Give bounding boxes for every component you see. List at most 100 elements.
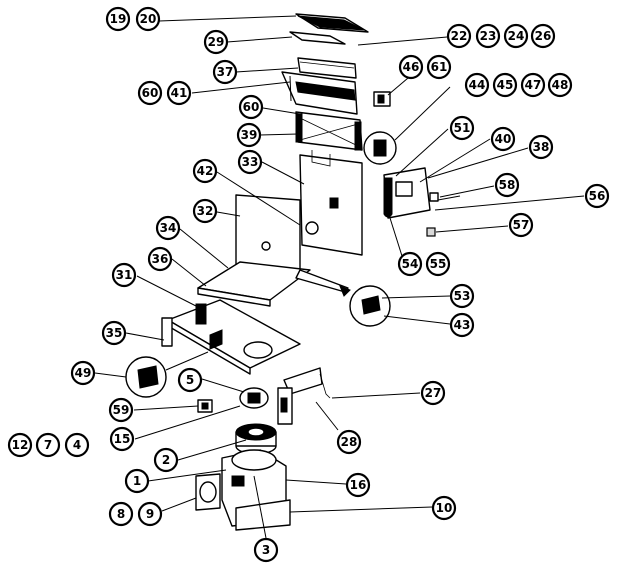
part-gasket — [289, 31, 346, 45]
svg-text:5: 5 — [186, 373, 194, 387]
callout-36: 36 — [147, 246, 173, 272]
svg-text:61: 61 — [431, 60, 448, 74]
svg-text:59: 59 — [113, 403, 130, 417]
svg-text:38: 38 — [533, 140, 550, 154]
callout-40: 40 — [490, 126, 516, 152]
callout-7: 7 — [35, 432, 61, 458]
callout-28: 28 — [336, 429, 362, 455]
callout-51: 51 — [449, 115, 475, 141]
callout-1: 1 — [124, 468, 150, 494]
callout-48: 48 — [547, 72, 573, 98]
svg-text:3: 3 — [262, 543, 270, 557]
svg-text:60: 60 — [142, 86, 159, 100]
svg-text:34: 34 — [160, 221, 177, 235]
callout-57: 57 — [508, 212, 534, 238]
part-upper-duct-shadow — [295, 81, 356, 101]
svg-text:54: 54 — [402, 257, 419, 271]
svg-text:15: 15 — [114, 432, 131, 446]
svg-text:41: 41 — [171, 86, 188, 100]
part-top-strip-edge — [297, 15, 365, 31]
svg-text:23: 23 — [480, 29, 497, 43]
callout-59: 59 — [108, 397, 134, 423]
callout-19: 19 — [105, 6, 131, 32]
callout-41: 41 — [166, 80, 192, 106]
svg-text:4: 4 — [73, 438, 81, 452]
part-base-plate — [235, 499, 291, 531]
svg-text:28: 28 — [341, 435, 358, 449]
callout-39: 39 — [236, 122, 262, 148]
svg-text:1: 1 — [133, 474, 141, 488]
callout-37: 37 — [212, 59, 238, 85]
callout-35: 35 — [101, 320, 127, 346]
svg-text:29: 29 — [208, 35, 225, 49]
callout-12: 12 — [7, 432, 33, 458]
svg-text:39: 39 — [241, 128, 258, 142]
callout-32: 32 — [192, 198, 218, 224]
callout-8: 8 — [108, 501, 134, 527]
svg-text:32: 32 — [197, 204, 214, 218]
callout-54: 54 — [397, 251, 423, 277]
svg-text:8: 8 — [117, 507, 125, 521]
callout-31: 31 — [111, 262, 137, 288]
callout-58: 58 — [494, 172, 520, 198]
svg-text:58: 58 — [499, 178, 516, 192]
callouts: 19 20 22 23 24 26 29 37 46 61 60 41 44 4… — [7, 6, 610, 563]
callout-60-lower: 60 — [238, 94, 264, 120]
svg-text:43: 43 — [454, 318, 471, 332]
leader-lines — [94, 15, 585, 539]
svg-text:10: 10 — [436, 501, 453, 515]
svg-text:44: 44 — [469, 78, 486, 92]
callout-33: 33 — [237, 149, 263, 175]
svg-text:22: 22 — [451, 29, 468, 43]
callout-56: 56 — [584, 183, 610, 209]
svg-text:7: 7 — [44, 438, 52, 452]
svg-text:16: 16 — [350, 478, 367, 492]
callout-5: 5 — [177, 367, 203, 393]
callout-2: 2 — [153, 447, 179, 473]
callout-55: 55 — [425, 251, 451, 277]
svg-text:47: 47 — [525, 78, 542, 92]
svg-text:45: 45 — [497, 78, 514, 92]
callout-44: 44 — [464, 72, 490, 98]
svg-text:31: 31 — [116, 268, 133, 282]
svg-text:60: 60 — [243, 100, 260, 114]
callout-29: 29 — [203, 29, 229, 55]
callout-53: 53 — [449, 283, 475, 309]
parts-artwork — [125, 13, 461, 531]
svg-text:9: 9 — [146, 507, 154, 521]
callout-47: 47 — [520, 72, 546, 98]
callout-9: 9 — [137, 501, 163, 527]
part-frame — [295, 111, 363, 151]
svg-text:37: 37 — [217, 65, 234, 79]
callout-20: 20 — [135, 6, 161, 32]
svg-text:48: 48 — [552, 78, 569, 92]
callout-24: 24 — [503, 23, 529, 49]
svg-text:35: 35 — [106, 326, 123, 340]
svg-text:2: 2 — [162, 453, 170, 467]
callout-46: 46 — [398, 54, 424, 80]
callout-26: 26 — [530, 23, 556, 49]
callout-43: 43 — [449, 312, 475, 338]
callout-49: 49 — [70, 360, 96, 386]
svg-text:12: 12 — [12, 438, 29, 452]
svg-text:40: 40 — [495, 132, 512, 146]
svg-text:46: 46 — [403, 60, 420, 74]
callout-61: 61 — [426, 54, 452, 80]
callout-10: 10 — [431, 495, 457, 521]
callout-22: 22 — [446, 23, 472, 49]
callout-16: 16 — [345, 472, 371, 498]
svg-text:53: 53 — [454, 289, 471, 303]
svg-text:27: 27 — [425, 386, 442, 400]
callout-34: 34 — [155, 215, 181, 241]
callout-23: 23 — [475, 23, 501, 49]
svg-text:55: 55 — [430, 257, 447, 271]
svg-text:36: 36 — [152, 252, 169, 266]
svg-text:33: 33 — [242, 155, 259, 169]
svg-text:42: 42 — [197, 164, 214, 178]
svg-text:57: 57 — [513, 218, 530, 232]
callout-38: 38 — [528, 134, 554, 160]
part-front-panel — [235, 194, 301, 273]
svg-text:56: 56 — [589, 189, 606, 203]
svg-text:19: 19 — [110, 12, 127, 26]
